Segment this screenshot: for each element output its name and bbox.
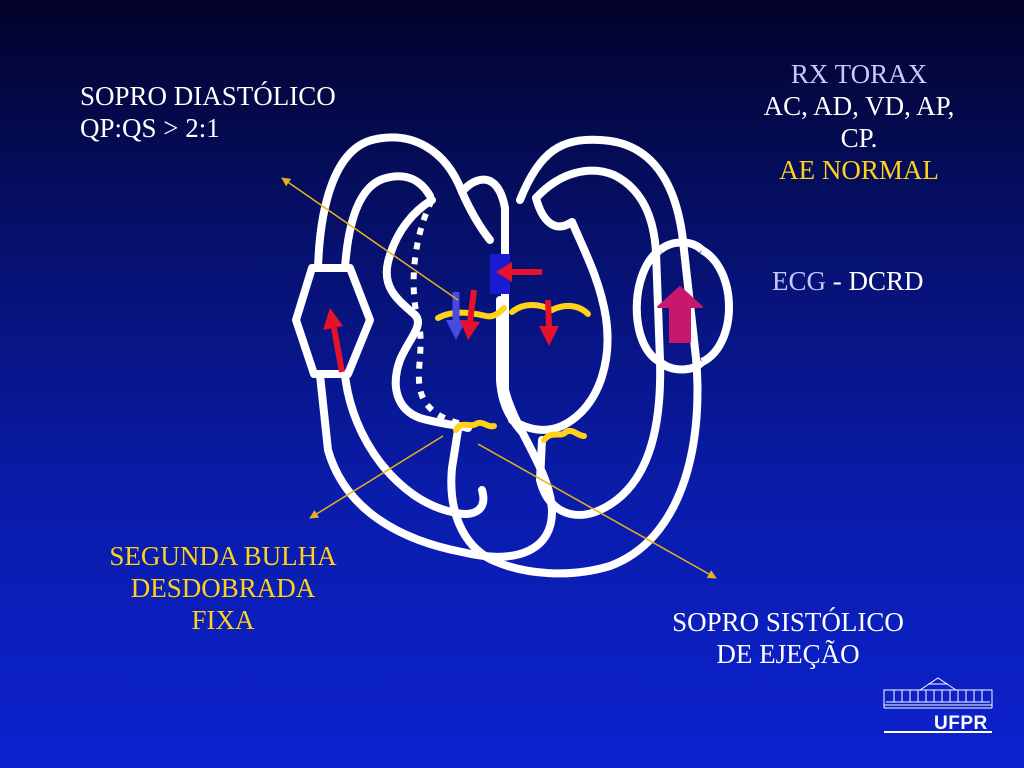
systolic-murmur-line-1: SOPRO SISTÓLICO	[672, 607, 904, 637]
qp-qs-ratio-line: QP:QS > 2:1	[80, 113, 220, 143]
second-sound-line-2: DESDOBRADA	[130, 573, 316, 603]
xray-title: RX TORAX	[790, 59, 928, 89]
ufpr-logo-text: UFPR	[934, 713, 988, 734]
second-sound-line-3: FIXA	[191, 605, 255, 635]
right-ventricle-outline	[508, 218, 612, 434]
pulmonary-vein-flow-arrow-icon	[323, 308, 343, 330]
inner-right-vessel	[532, 166, 665, 519]
xray-line-3: CP.	[840, 123, 878, 153]
aortic-valve	[453, 419, 497, 433]
systolic-murmur-pointer	[477, 443, 717, 579]
pulmonary-vein-hexagon	[292, 264, 374, 378]
septum	[496, 296, 526, 436]
second-sound-line-1: SEGUNDA BULHA	[109, 541, 337, 571]
diastolic-murmur-line: SOPRO DIASTÓLICO	[80, 81, 336, 111]
xray-findings: RX TORAX AC, AD, VD, AP, CP. AE NORMAL	[730, 58, 988, 186]
right-atrium-bulge	[632, 238, 733, 374]
second-sound-label: SEGUNDA BULHA DESDOBRADA FIXA	[72, 540, 374, 636]
inner-left-lower	[341, 371, 488, 518]
ecg-finding: ECG - DCRD	[772, 265, 924, 297]
pulmonary-artery-left	[458, 188, 494, 244]
ecg-separator: -	[826, 266, 849, 296]
systolic-murmur-label: SOPRO SISTÓLICO DE EJEÇÃO	[630, 606, 946, 670]
left-to-right-shunt-arrow-icon	[446, 320, 466, 340]
valves	[435, 302, 591, 443]
shunt-flow-arrow-icon	[496, 262, 512, 282]
outer-right-vessel	[447, 135, 702, 578]
diastolic-murmur-pointer	[281, 177, 459, 301]
pulmonary-valve	[541, 427, 587, 443]
second-sound-pointer	[309, 435, 444, 519]
ecg-value: DCRD	[848, 266, 924, 296]
left-atrium-flow-arrow-icon	[460, 320, 480, 340]
left-atrium-outline	[382, 196, 472, 432]
left-atrium-normal: AE NORMAL	[779, 155, 939, 185]
right-ventricle-flow-arrow-icon	[539, 326, 559, 346]
ecg-label: ECG	[772, 266, 826, 296]
xray-line-2: AC, AD, VD, AP,	[763, 91, 955, 121]
aorta-segment	[532, 194, 576, 231]
diastolic-murmur-label: SOPRO DIASTÓLICO QP:QS > 2:1	[80, 80, 336, 144]
tricuspid-valve	[509, 302, 591, 317]
systolic-murmur-line-2: DE EJEÇÃO	[716, 639, 860, 669]
inner-left-vessel	[341, 172, 434, 272]
mitral-valve	[435, 305, 507, 321]
flow-arrows	[323, 262, 703, 373]
enlarged-right-atrium-arrow-icon	[657, 286, 703, 343]
ufpr-building-logo	[883, 677, 993, 733]
pointer-lines	[281, 177, 717, 579]
